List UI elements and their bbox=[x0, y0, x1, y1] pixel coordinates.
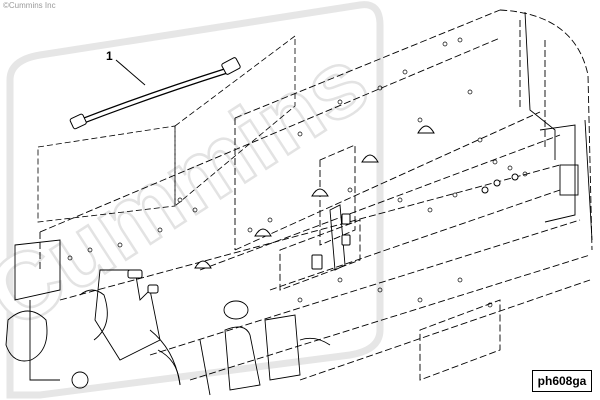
frame-assembly bbox=[39, 9, 593, 381]
figure-id-label: ph608ga bbox=[532, 370, 592, 392]
figure-id-text: ph608ga bbox=[537, 374, 587, 388]
bolt-holes bbox=[67, 37, 528, 308]
hose-part bbox=[37, 35, 296, 223]
callout-leader-line bbox=[115, 59, 146, 86]
callout-number: 1 bbox=[106, 49, 113, 63]
copyright-text: ©Cummins Inc bbox=[3, 1, 56, 10]
side-bracket bbox=[524, 11, 593, 241]
mount-clips bbox=[194, 125, 435, 269]
watermark-text: Cummins bbox=[0, 27, 385, 348]
engine-components bbox=[5, 204, 346, 396]
watermark-logo: Cummins bbox=[0, 1, 387, 399]
hose-clamps bbox=[127, 173, 519, 294]
